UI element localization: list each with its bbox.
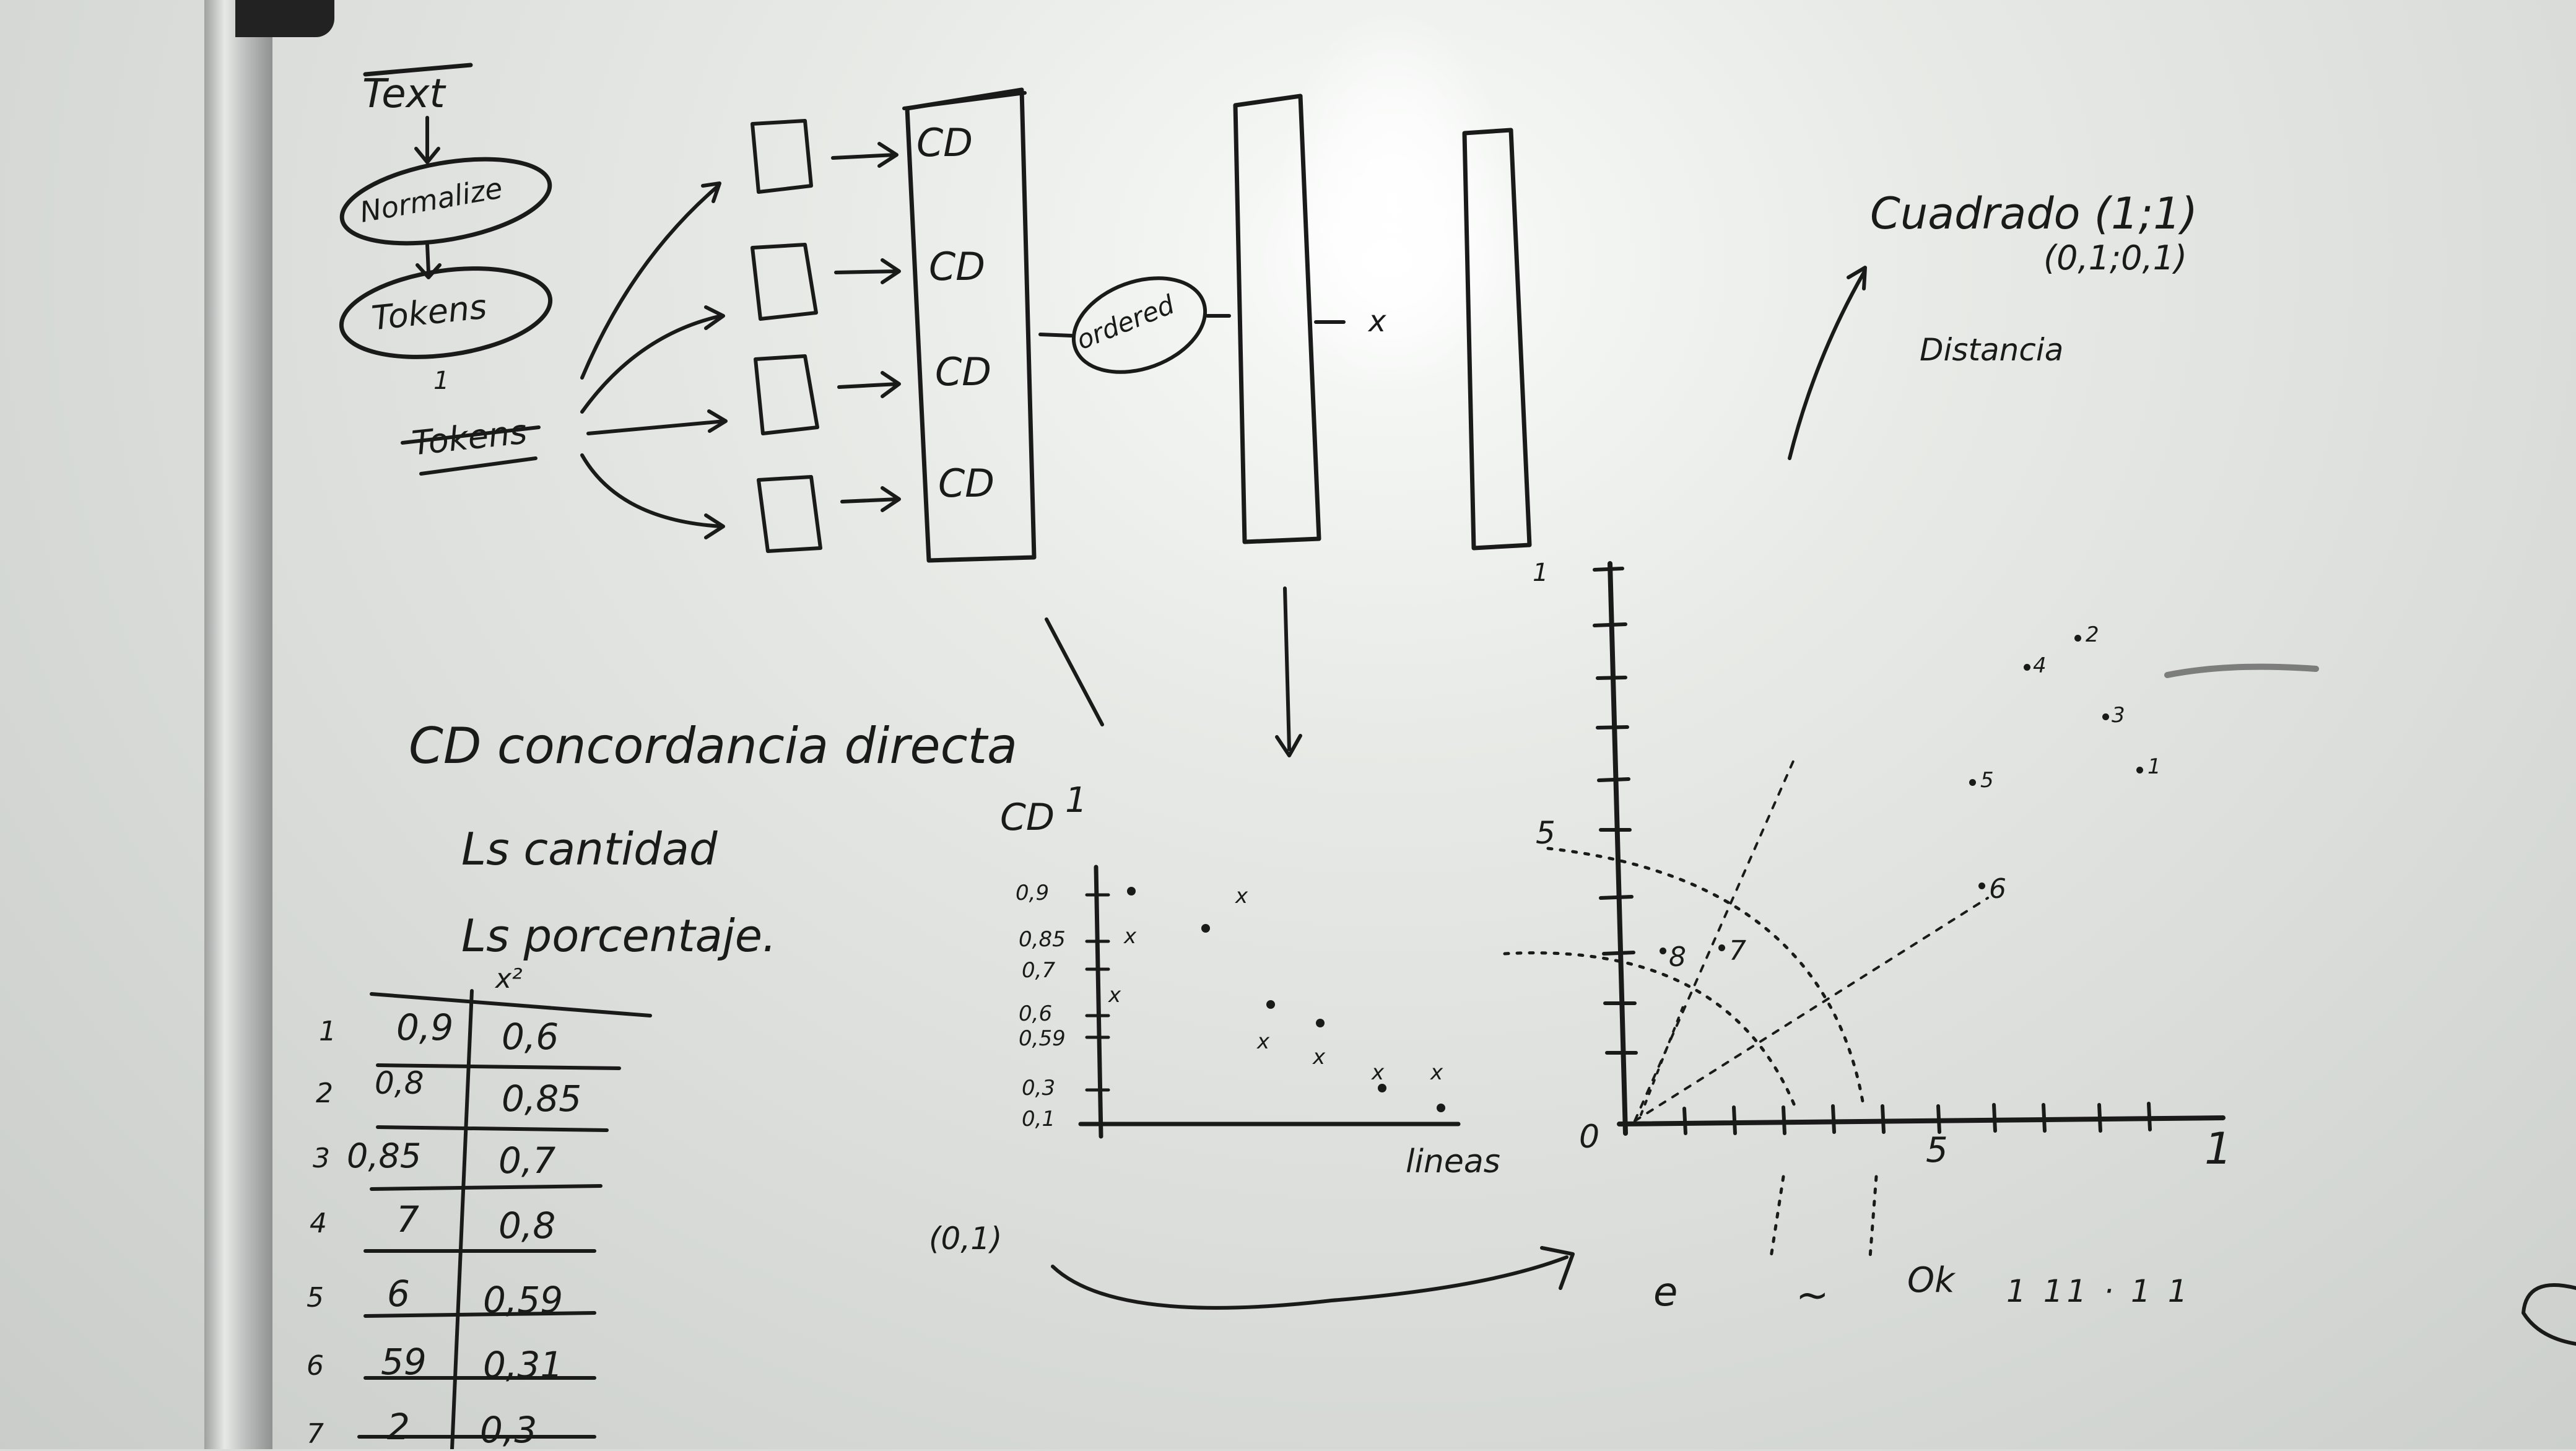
row-number: 7 — [307, 1418, 324, 1450]
x-mark: x — [1368, 304, 1386, 339]
table-cell: 0,59 — [483, 1279, 564, 1321]
left-plot-y-label: CD — [1000, 796, 1055, 839]
table-cell: 6 — [387, 1273, 410, 1315]
table-cell: 0,9 — [396, 1006, 454, 1048]
point-label: 2 — [2086, 622, 2099, 647]
cuadrado-note: Cuadrado (1;1) — [1870, 188, 2198, 239]
cantidad-note: Ls cantidad — [461, 823, 718, 875]
text-label: Text — [362, 71, 445, 117]
point-label: 5 — [1980, 768, 1994, 793]
plot-point — [1718, 944, 1725, 951]
scatter-point — [1378, 1084, 1386, 1092]
cd-column — [905, 87, 1037, 563]
result-column — [1462, 128, 1532, 551]
scatter-x-mark: x — [1235, 884, 1248, 909]
table-cell: 59 — [381, 1341, 427, 1383]
tokens-ellipse — [339, 266, 553, 359]
plot-point — [1978, 882, 1985, 889]
left-plot-tick: 0,59 — [1019, 1026, 1066, 1051]
bottom-label-ok: Ok — [1907, 1260, 1955, 1301]
scatter-point — [1266, 1000, 1275, 1009]
cd-label-3: CD — [935, 349, 992, 394]
right-plot-y-top: 1 — [1533, 559, 1549, 587]
table-cell: 0,8 — [498, 1205, 556, 1247]
point-label: 7 — [1729, 935, 1746, 967]
left-plot-tick: 0,7 — [1022, 958, 1056, 983]
cd-label-1: CD — [916, 120, 973, 165]
distancia-note: Distancia — [1920, 332, 2064, 368]
scatter-x-mark: x — [1124, 924, 1137, 949]
cuadrado-sub: (0,1;0,1) — [2043, 238, 2188, 277]
row-number: 5 — [307, 1282, 324, 1314]
porcentaje-note: Ls porcentaje. — [461, 910, 777, 962]
table-cell: 2 — [387, 1406, 410, 1448]
left-plot-tick: 0,85 — [1019, 927, 1066, 952]
left-plot-y-top: 1 — [1065, 780, 1087, 821]
text-underline — [363, 63, 473, 77]
separator-mark: 1 — [433, 367, 450, 395]
table-cell: 7 — [396, 1198, 419, 1240]
ordered-column — [1233, 94, 1321, 544]
ordered-ellipse — [1071, 276, 1208, 374]
frame-cap — [235, 0, 334, 37]
table-cell: 0,6 — [502, 1016, 559, 1058]
left-plot-y-axis — [1094, 865, 1103, 1139]
row-number: 3 — [313, 1143, 330, 1174]
origin-label: (0,1) — [929, 1221, 1003, 1257]
row-number: 4 — [310, 1208, 327, 1239]
left-plot-tick: 0,9 — [1016, 881, 1050, 905]
table-cell: 0,7 — [498, 1139, 556, 1182]
table-cell: 0,31 — [483, 1344, 564, 1386]
cd-label-2: CD — [929, 244, 986, 289]
point-label: 4 — [2033, 653, 2047, 678]
table-cell: 0,85 — [347, 1136, 422, 1175]
scatter-point — [1437, 1104, 1445, 1112]
left-plot-x-label: lineas — [1406, 1143, 1500, 1180]
normalize-ellipse — [339, 157, 552, 246]
cd-definition: CD concordancia directa — [409, 717, 1018, 775]
plot-point — [1969, 779, 1976, 786]
row-number: 2 — [316, 1078, 333, 1109]
scatter-x-mark: x — [1313, 1045, 1326, 1070]
left-plot-tick: 0,6 — [1019, 1001, 1053, 1026]
point-label: 3 — [2112, 703, 2125, 728]
left-plot-tick: 0,3 — [1022, 1076, 1056, 1100]
right-plot-y-axis — [1608, 561, 1628, 1136]
plot-point — [1660, 948, 1666, 954]
bottom-label-tilde: ~ — [1796, 1273, 1829, 1318]
right-plot-x-zero: 0 — [1579, 1118, 1600, 1156]
table-cell: 0,3 — [480, 1409, 537, 1451]
plot-point — [2024, 664, 2030, 671]
scatter-point — [1127, 887, 1136, 895]
scatter-x-mark: x — [1430, 1060, 1443, 1085]
row-number: 6 — [307, 1350, 324, 1382]
bottom-label-e: e — [1653, 1270, 1678, 1315]
plot-point — [2074, 635, 2081, 642]
right-plot-x-end: 1 — [2204, 1123, 2232, 1174]
plot-point — [2102, 713, 2109, 720]
plot-point — [2136, 767, 2143, 773]
point-label: 6 — [1989, 873, 2006, 905]
scatter-x-mark: x — [1372, 1060, 1385, 1085]
scatter-point — [1316, 1019, 1325, 1027]
right-plot-x-mid: 5 — [1926, 1130, 1948, 1170]
scatter-x-mark: x — [1108, 983, 1121, 1008]
whiteboard-frame — [204, 0, 272, 1449]
point-label: 8 — [1669, 941, 1686, 973]
table-header: x² — [495, 963, 523, 995]
cd-label-4: CD — [938, 461, 995, 506]
bottom-label-marks: 1 11 · 1 1 — [2006, 1273, 2191, 1309]
table-cell: 0,85 — [502, 1078, 582, 1120]
table-cell: 0,8 — [375, 1065, 424, 1101]
point-label: 1 — [2147, 754, 2161, 779]
right-plot-y-mid: 5 — [1536, 815, 1556, 851]
left-plot-tick: 0,1 — [1022, 1107, 1056, 1131]
row-number: 1 — [319, 1016, 336, 1047]
scatter-x-mark: x — [1257, 1029, 1270, 1054]
right-plot-x-axis — [1617, 1115, 2226, 1126]
scatter-point — [1201, 924, 1210, 933]
